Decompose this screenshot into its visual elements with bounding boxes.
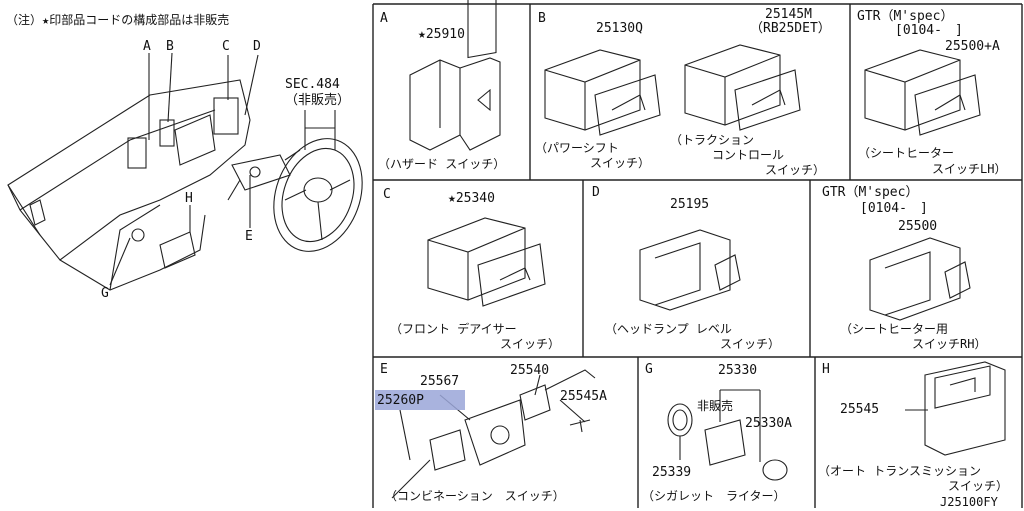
front-deicer-switch-drawing bbox=[427, 217, 546, 307]
part-number: 25330A bbox=[745, 416, 792, 431]
spec-date: [0104- ] bbox=[860, 201, 928, 216]
callout-label-g: G bbox=[101, 286, 109, 301]
part-number-highlighted[interactable]: 25260P bbox=[377, 393, 424, 408]
panel-letter-e: E bbox=[380, 362, 388, 377]
part-caption: スイッチRH） bbox=[912, 337, 987, 351]
power-shift-switch-drawing bbox=[544, 49, 661, 136]
auto-transmission-switch-drawing bbox=[905, 361, 1006, 456]
spec-label: GTR（M'spec） bbox=[857, 9, 954, 24]
cigarette-lighter-drawing bbox=[667, 389, 788, 481]
headlamp-level-switch-drawing bbox=[639, 229, 741, 311]
not-for-sale-label: 非販売 bbox=[697, 399, 734, 413]
part-caption: スイッチ） bbox=[948, 479, 1009, 493]
part-caption: スイッチ） bbox=[765, 163, 826, 177]
hazard-switch-drawing bbox=[409, 0, 501, 151]
part-number: 25145M bbox=[765, 7, 812, 22]
part-caption: （ハザード スイッチ） bbox=[378, 157, 506, 171]
part-number: 25195 bbox=[670, 197, 710, 212]
part-caption: スイッチLH） bbox=[932, 162, 1007, 176]
part-number: 25567 bbox=[420, 374, 460, 389]
part-number: 25545A bbox=[560, 389, 607, 404]
part-number: 25130Q bbox=[596, 21, 643, 36]
part-number: 25500+A bbox=[945, 39, 1000, 54]
part-caption: スイッチ） bbox=[720, 337, 781, 351]
callout-label-e: E bbox=[245, 229, 253, 244]
callout-label-d: D bbox=[253, 39, 261, 54]
dashboard-drawing bbox=[7, 52, 363, 291]
part-caption: スイッチ） bbox=[500, 337, 561, 351]
callout-label-a: A bbox=[143, 39, 151, 54]
part-number: ★25910 bbox=[418, 27, 465, 42]
section-ref: SEC.484 bbox=[285, 77, 340, 92]
part-caption: （パワーシフト bbox=[535, 141, 619, 155]
highlight-marker bbox=[375, 390, 465, 410]
spec-date: [0104- ] bbox=[895, 23, 963, 38]
part-caption: （シートヒーター用 bbox=[840, 322, 949, 336]
part-caption: スイッチ） bbox=[590, 156, 651, 170]
panel-letter-h: H bbox=[822, 362, 830, 377]
part-caption: （ヘッドランプ レベル bbox=[605, 322, 732, 336]
part-caption: （コンビネーション スイッチ） bbox=[385, 489, 565, 503]
part-caption: （フロント デアイサー bbox=[390, 322, 517, 336]
note-text: （注）★印部品コードの構成部品は非販売 bbox=[6, 13, 230, 27]
part-number: 25339 bbox=[652, 465, 692, 480]
part-number: 25500 bbox=[898, 219, 938, 234]
panel-letter-g: G bbox=[645, 362, 653, 377]
part-number: 25545 bbox=[840, 402, 880, 417]
part-caption: （オート トランスミッション bbox=[818, 464, 981, 478]
panel-letter-c: C bbox=[383, 187, 391, 202]
part-number: ★25340 bbox=[448, 191, 495, 206]
diagram-code: J25100FY bbox=[940, 495, 998, 509]
callout-label-c: C bbox=[222, 39, 230, 54]
panel-letter-b: B bbox=[538, 11, 546, 26]
spec-label: GTR（M'spec） bbox=[822, 185, 919, 200]
part-caption: コントロール bbox=[712, 148, 785, 162]
part-number: 25540 bbox=[510, 363, 550, 378]
part-caption: （シートヒーター bbox=[858, 146, 955, 160]
callout-label-b: B bbox=[166, 39, 174, 54]
part-variant: （RB25DET） bbox=[750, 21, 831, 36]
part-number: 25330 bbox=[718, 363, 758, 378]
seat-heater-lh-switch-drawing bbox=[864, 49, 981, 136]
section-ref-note: （非販売） bbox=[285, 93, 351, 108]
traction-control-switch-drawing bbox=[684, 44, 801, 131]
callout-label-h: H bbox=[185, 191, 193, 206]
seat-heater-rh-switch-drawing bbox=[869, 237, 971, 321]
panel-letter-d: D bbox=[592, 185, 600, 200]
panel-letter-a: A bbox=[380, 11, 388, 26]
part-caption: （トラクション bbox=[670, 133, 755, 147]
part-caption: （シガレット ライター） bbox=[642, 489, 786, 503]
